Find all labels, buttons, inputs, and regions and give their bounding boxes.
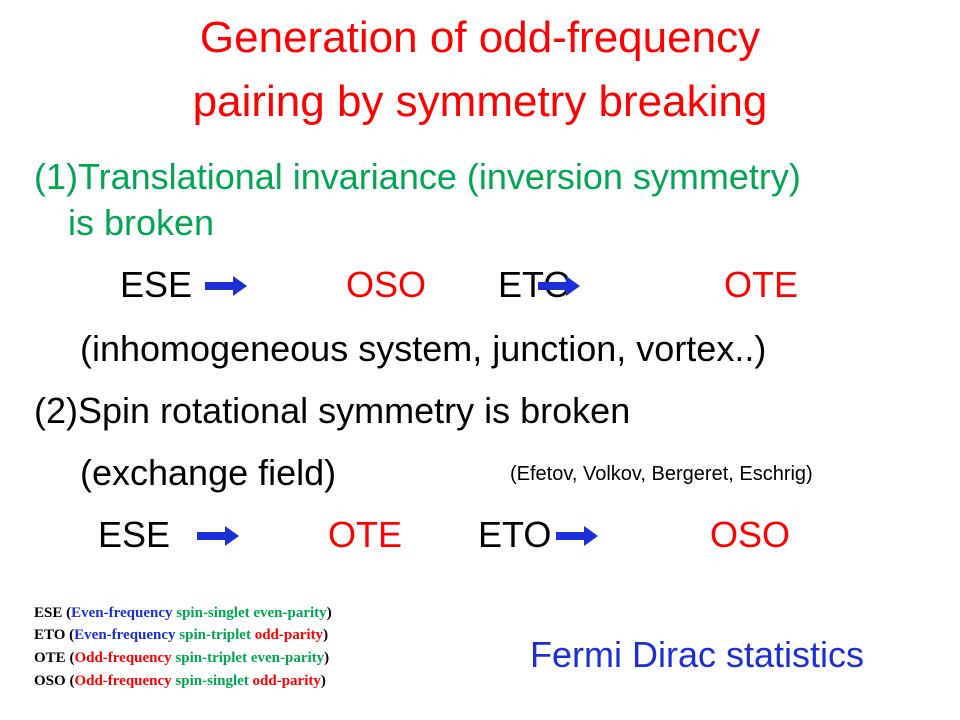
- fermi-dirac-note: Fermi Dirac statistics: [530, 634, 865, 675]
- legend-parity: odd-parity: [250, 627, 324, 643]
- legend-parity: odd-parity: [248, 673, 321, 689]
- item1-to-1: OSO: [346, 264, 427, 305]
- legend-open: (: [65, 650, 75, 666]
- legend-close: ): [323, 627, 329, 643]
- legend-close: ): [324, 650, 330, 666]
- legend-open: (: [62, 605, 72, 621]
- item1-heading-cont: is broken: [68, 202, 215, 243]
- legend-frequency: Even-frequency: [71, 605, 173, 621]
- item2-to-1: OTE: [328, 514, 403, 555]
- legend-abbr: OTE: [34, 650, 66, 666]
- legend-open: (: [65, 673, 75, 689]
- arrow-icon: [556, 526, 598, 546]
- legend-frequency: Odd-frequency: [74, 673, 172, 689]
- legend-abbr: ETO: [34, 627, 66, 643]
- item2-reference: (Efetov, Volkov, Bergeret, Eschrig): [510, 463, 813, 485]
- legend-row-eto: ETO (Even-frequency spin-triplet odd-par…: [34, 625, 328, 645]
- legend-frequency: Even-frequency: [74, 627, 176, 643]
- item1-to-2: OTE: [724, 264, 799, 305]
- legend-row-oso: OSO (Odd-frequency spin-singlet odd-pari…: [34, 671, 326, 691]
- legend-open: (: [65, 627, 75, 643]
- slide-title-line-1: Generation of odd-frequency: [199, 13, 761, 62]
- item2-heading: (2)Spin rotational symmetry is broken: [34, 390, 631, 431]
- slide-title-line-2: pairing by symmetry breaking: [192, 77, 768, 126]
- item1-heading: (1)Translational invariance (inversion s…: [34, 156, 801, 197]
- legend-frequency: Odd-frequency: [74, 650, 172, 666]
- item2-from-1: ESE: [98, 514, 171, 555]
- item1-from-1: ESE: [120, 264, 193, 305]
- arrow-icon: [197, 526, 239, 546]
- legend-parity: even-parity: [247, 650, 325, 666]
- legend-spin: spin-triplet: [171, 650, 248, 666]
- legend-parity: even-parity: [249, 605, 327, 621]
- item2-from-2: ETO: [478, 514, 552, 555]
- arrow-icon: [205, 276, 247, 296]
- legend-close: ): [326, 605, 332, 621]
- item2-subtitle: (exchange field): [80, 452, 337, 493]
- legend-abbr: OSO: [34, 673, 66, 689]
- item2-to-2: OSO: [710, 514, 791, 555]
- item1-examples: (inhomogeneous system, junction, vortex.…: [80, 328, 767, 369]
- legend-close: ): [320, 673, 326, 689]
- legend-row-ote: OTE (Odd-frequency spin-triplet even-par…: [34, 648, 329, 668]
- legend-spin: spin-triplet: [175, 627, 251, 643]
- legend-abbr: ESE: [34, 605, 63, 621]
- legend-spin: spin-singlet: [171, 673, 249, 689]
- legend-row-ese: ESE (Even-frequency spin-singlet even-pa…: [34, 603, 332, 623]
- arrow-icon: [538, 276, 580, 296]
- legend-spin: spin-singlet: [172, 605, 250, 621]
